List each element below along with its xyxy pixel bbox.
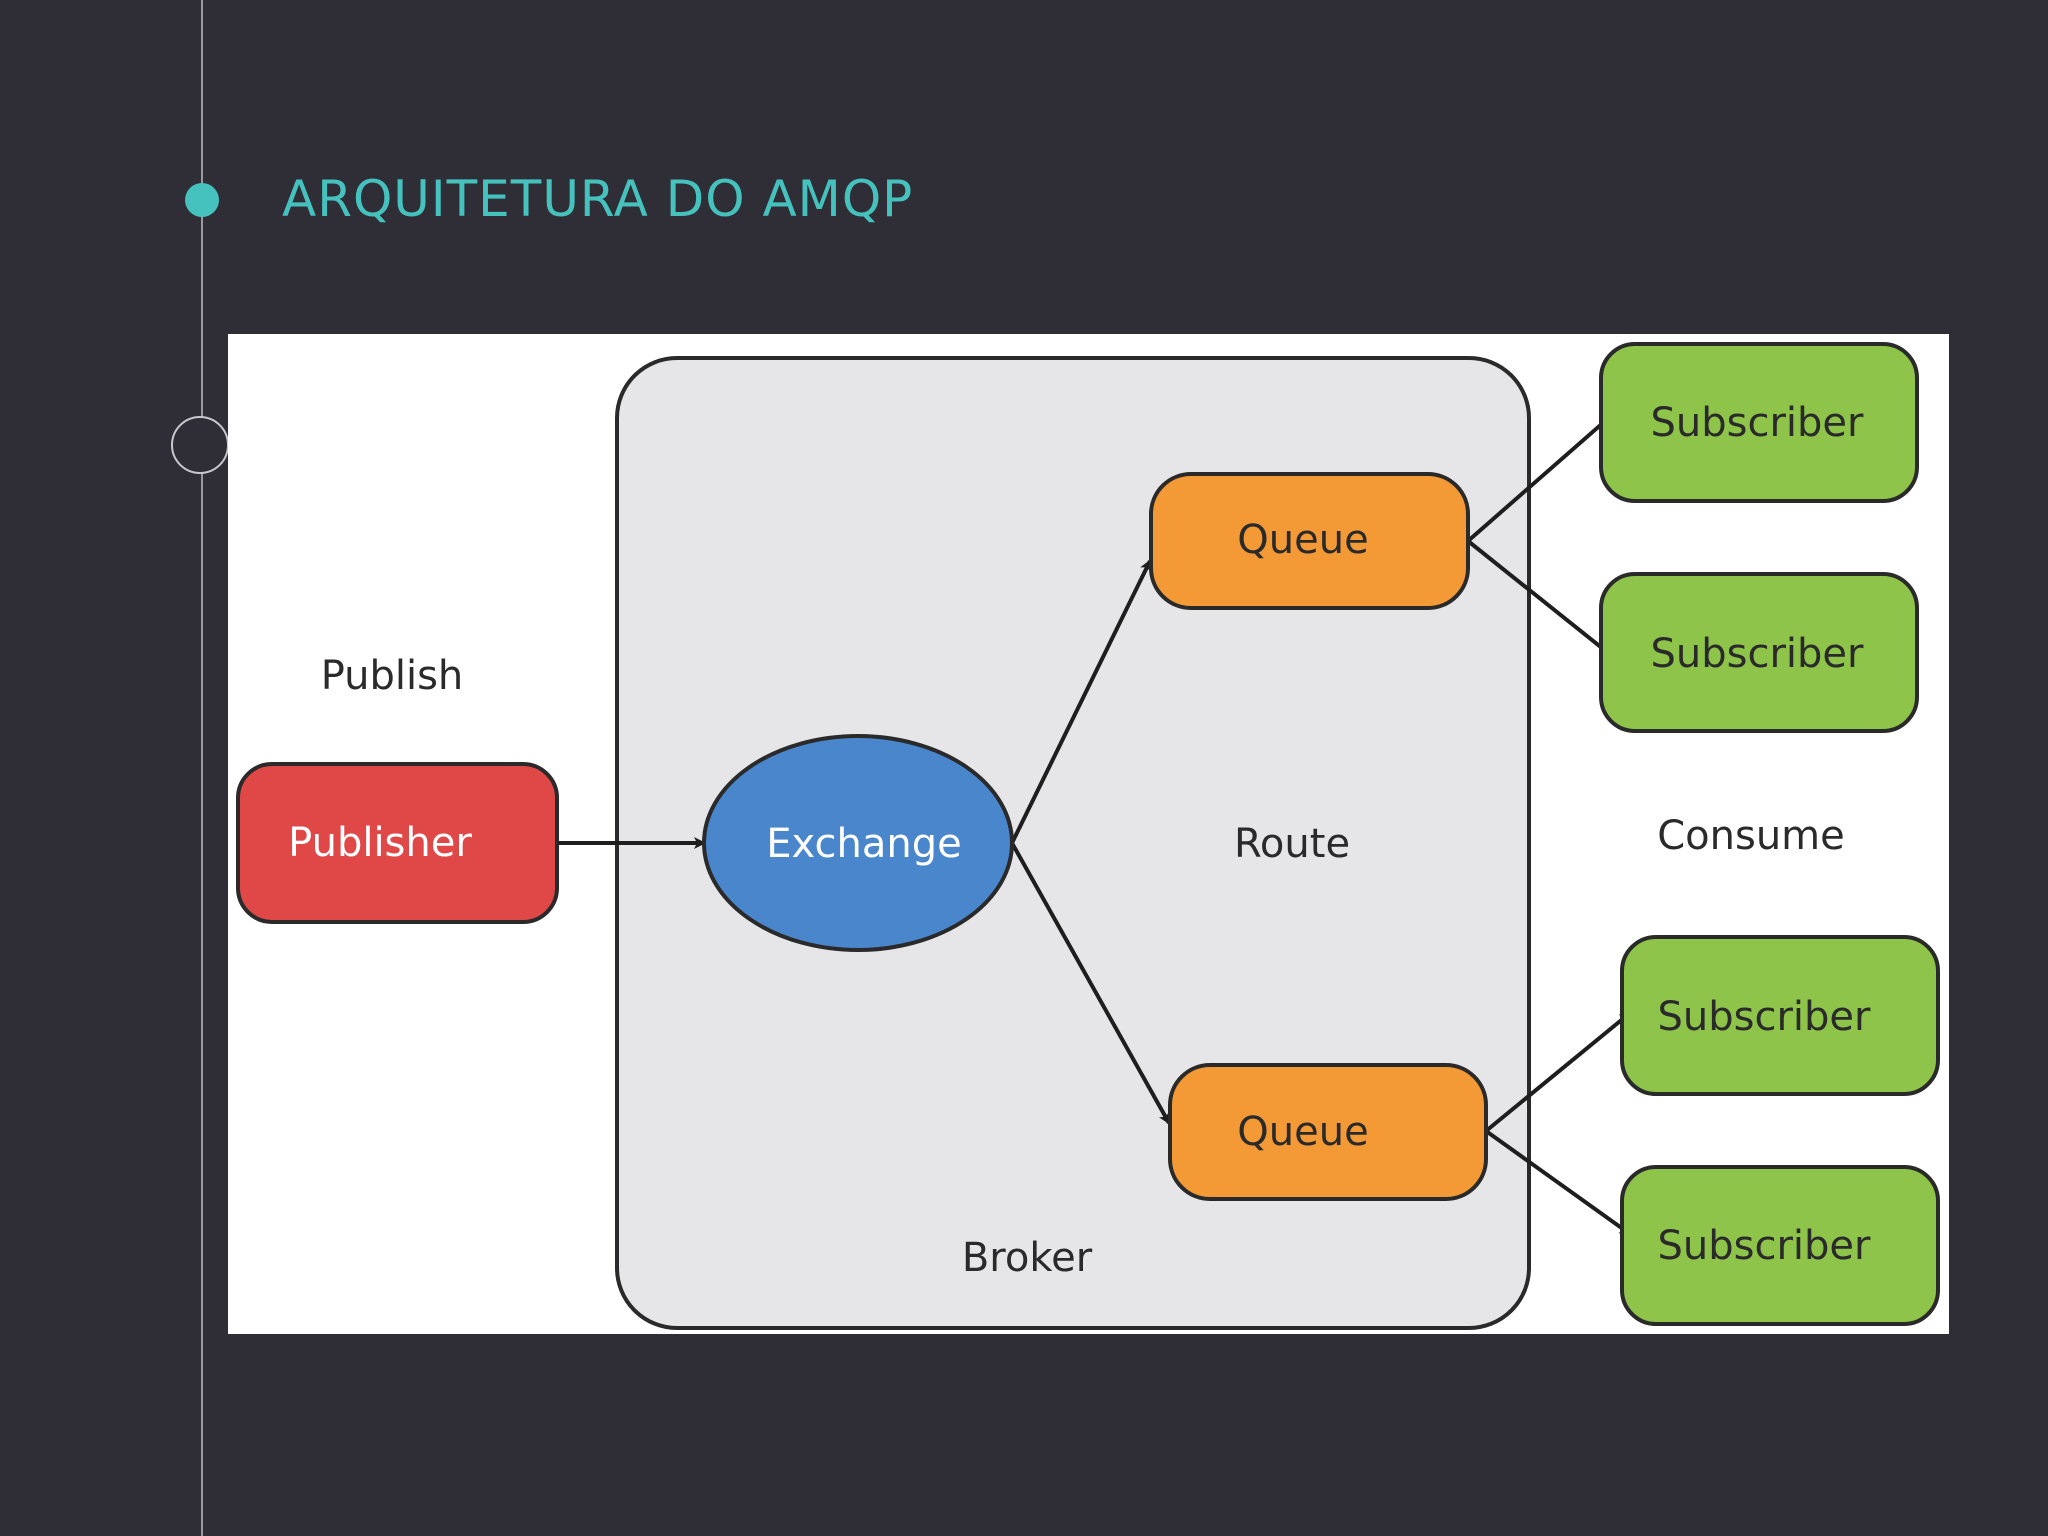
subscriber-1-label: Subscriber: [1651, 400, 1865, 446]
route-label: Route: [1234, 821, 1350, 867]
amqp-diagram: Publisher Publish Exchange Route Broker …: [228, 334, 1949, 1334]
connector-arrows: [557, 413, 1632, 1236]
subscriber-4-shape: [1620, 1165, 1940, 1326]
publisher-label: Publisher: [288, 820, 472, 866]
subscriber-node-2: Subscriber: [1599, 572, 1919, 733]
subscriber-node-3: Subscriber: [1620, 935, 1940, 1096]
publisher-node: Publisher: [236, 762, 559, 924]
subscriber-node-4: Subscriber: [1620, 1165, 1940, 1326]
queue-bottom-node: Queue: [1168, 1063, 1488, 1201]
subscriber-2-shape: [1599, 572, 1919, 733]
arrow-queue-bottom-subscriber-3: [1484, 1011, 1632, 1133]
timeline-line: [201, 0, 203, 1536]
publish-label: Publish: [321, 653, 464, 699]
exchange-shape: [702, 734, 1014, 952]
subscriber-2-label: Subscriber: [1651, 631, 1865, 677]
queue-top-label: Queue: [1237, 517, 1368, 563]
subscriber-4-label: Subscriber: [1658, 1223, 1872, 1269]
timeline-dot-active: [185, 183, 219, 217]
subscriber-3-shape: [1620, 935, 1940, 1096]
queue-top-shape: [1149, 472, 1470, 610]
subscriber-3-label: Subscriber: [1658, 994, 1872, 1040]
consume-label: Consume: [1657, 813, 1845, 859]
exchange-node: Exchange: [702, 734, 1014, 952]
broker-label: Broker: [962, 1235, 1093, 1281]
arrow-exchange-queue-bottom: [1010, 842, 1171, 1125]
arrow-queue-bottom-subscriber-4: [1484, 1129, 1632, 1236]
queue-bottom-shape: [1168, 1063, 1488, 1201]
arrow-queue-top-subscriber-1: [1466, 413, 1614, 543]
subscriber-node-1: Subscriber: [1599, 342, 1919, 503]
queue-top-node: Queue: [1149, 472, 1470, 610]
subscriber-1-shape: [1599, 342, 1919, 503]
publisher-shape: [236, 762, 559, 924]
exchange-label: Exchange: [766, 821, 961, 867]
slide-title: ARQUITETURA DO AMQP: [282, 170, 914, 228]
arrow-queue-top-subscriber-2: [1466, 539, 1614, 658]
queue-bottom-label: Queue: [1237, 1109, 1368, 1155]
timeline-dot-inactive: [171, 416, 229, 474]
arrow-exchange-queue-top: [1010, 559, 1152, 844]
